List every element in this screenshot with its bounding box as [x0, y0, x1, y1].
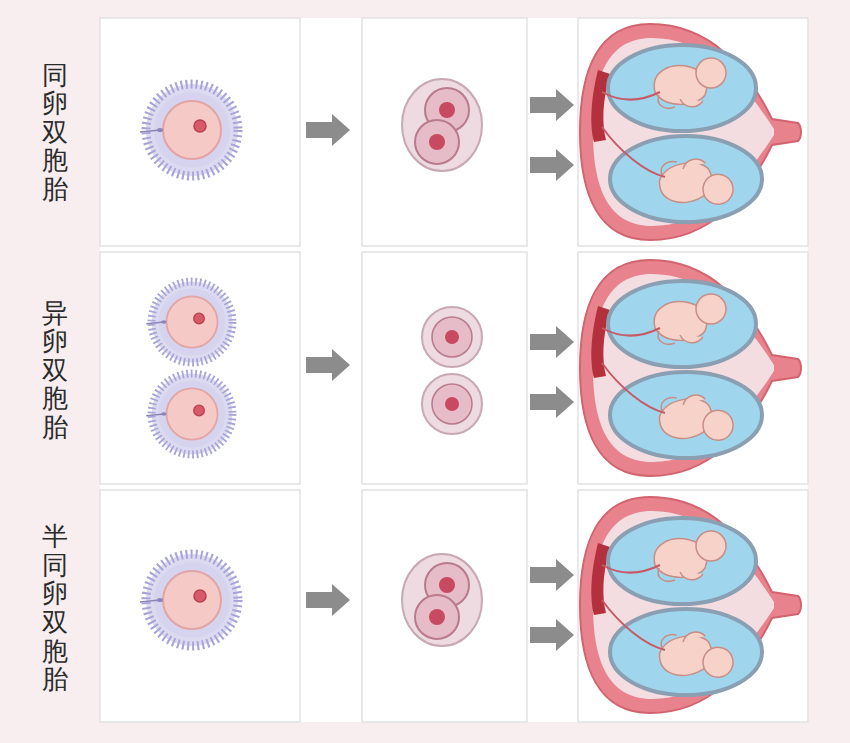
flow-arrow	[306, 584, 350, 616]
flow-arrow	[530, 149, 574, 181]
flow-arrow	[306, 114, 350, 146]
flow-arrow	[530, 326, 574, 358]
row-label: 同卵双胞胎	[42, 61, 68, 204]
zygote	[422, 374, 482, 434]
row-label: 半同卵双胞胎	[42, 522, 68, 694]
two-cell-embryo	[402, 554, 482, 646]
row-label: 异卵双胞胎	[42, 299, 68, 442]
egg-cell	[146, 374, 232, 455]
uterus-twins	[580, 497, 801, 713]
flow-arrow	[306, 349, 350, 381]
zygote	[422, 307, 482, 367]
two-cell-embryo	[402, 79, 482, 171]
egg-cell	[146, 282, 232, 363]
panel-grid	[100, 18, 808, 722]
panel-ground	[100, 18, 808, 722]
egg-cell	[140, 554, 238, 646]
flow-arrow	[530, 619, 574, 651]
egg-cell	[140, 84, 238, 176]
flow-arrow	[530, 89, 574, 121]
uterus-twins	[580, 260, 801, 476]
flow-arrow	[530, 386, 574, 418]
flow-arrow	[530, 559, 574, 591]
uterus-twins	[580, 24, 801, 240]
